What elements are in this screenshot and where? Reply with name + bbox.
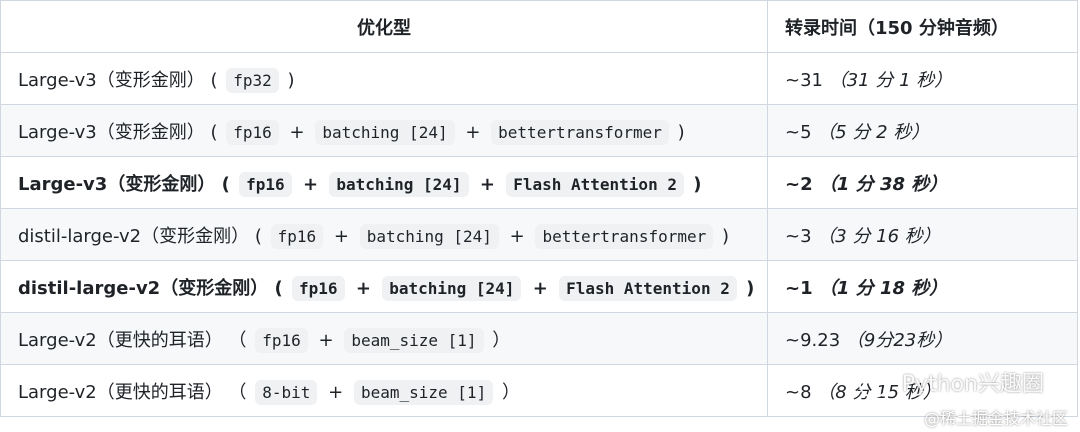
time-detail: （3 分 16 秒） xyxy=(817,225,941,247)
time-cell: ~3 （3 分 16 秒） xyxy=(767,208,1078,261)
close-paren: ) xyxy=(746,277,755,299)
header-row: 优化型 转录时间（150 分钟音频） xyxy=(0,0,1078,53)
config-tag: batching [24] xyxy=(359,223,499,249)
table-row: distil-large-v2（变形金刚） ( fp16 + batching … xyxy=(0,208,1078,261)
time-value: ~1 xyxy=(785,277,813,299)
time-detail: （9分23秒） xyxy=(845,329,953,351)
open-paren: ( xyxy=(210,121,218,143)
time-value: ~2 xyxy=(785,173,813,195)
plus-separator: + xyxy=(479,173,495,195)
time-cell: ~5 （5 分 2 秒） xyxy=(767,104,1078,157)
header-optimization-type: 优化型 xyxy=(0,0,768,53)
time-cell: ~31 （31 分 1 秒） xyxy=(767,52,1078,105)
config-tag: batching [24] xyxy=(329,171,469,197)
time-value: ~8 xyxy=(785,381,812,403)
close-paren: ) xyxy=(677,121,685,143)
time-detail: （31 分 1 秒） xyxy=(828,69,953,91)
config-tag: fp16 xyxy=(292,275,345,301)
model-name: Large-v3（变形金刚） xyxy=(18,173,216,195)
open-paren: （ xyxy=(228,329,247,351)
close-paren: ） xyxy=(501,381,520,403)
time-cell: ~1 （1 分 18 秒） xyxy=(767,260,1078,313)
optimization-cell: Large-v3（变形金刚） ( fp16 + batching [24] + … xyxy=(0,104,768,157)
config-tag: Flash Attention 2 xyxy=(506,171,684,197)
open-paren: ( xyxy=(254,225,262,247)
config-tag: bettertransformer xyxy=(535,223,714,249)
config-tag: 8-bit xyxy=(255,379,318,405)
model-name: Large-v2（更快的耳语） xyxy=(18,329,223,351)
time-value: ~31 xyxy=(785,69,823,91)
model-name: Large-v3（变形金刚） xyxy=(18,121,205,143)
config-tag: batching [24] xyxy=(315,119,455,145)
optimization-cell: Large-v3（变形金刚） ( fp16 + batching [24] + … xyxy=(0,156,768,209)
config-tag: fp16 xyxy=(270,223,324,249)
watermark-text: Python兴趣圈 xyxy=(901,372,1044,397)
plus-separator: + xyxy=(328,381,344,403)
config-tag: fp16 xyxy=(226,119,279,145)
table-row: Large-v3（变形金刚） ( fp16 + batching [24] + … xyxy=(0,156,1078,209)
plus-separator: + xyxy=(302,173,319,195)
close-paren: ） xyxy=(492,329,511,351)
optimization-cell: distil-large-v2（变形金刚） ( fp16 + batching … xyxy=(0,260,768,313)
config-tag: beam_size [1] xyxy=(353,379,494,405)
optimization-cell: Large-v2（更快的耳语） （ fp16 + beam_size [1] ） xyxy=(0,312,768,365)
time-detail: （5 分 2 秒） xyxy=(817,121,930,143)
config-tag: Flash Attention 2 xyxy=(559,275,737,301)
optimization-cell: Large-v3（变形金刚） ( fp32 ) xyxy=(0,52,768,105)
plus-separator: + xyxy=(318,329,334,351)
table-row: Large-v3（变形金刚） ( fp16 + batching [24] + … xyxy=(0,104,1078,157)
plus-separator: + xyxy=(333,225,349,247)
table-row: Large-v2（更快的耳语） （ fp16 + beam_size [1] ）… xyxy=(0,312,1078,365)
close-paren: ) xyxy=(721,225,730,247)
wechat-icon xyxy=(858,372,889,398)
time-cell: ~2 （1 分 38 秒） xyxy=(767,156,1078,209)
close-paren: ) xyxy=(693,173,702,195)
model-name: distil-large-v2（变形金刚） xyxy=(18,225,250,247)
optimization-table: 优化型 转录时间（150 分钟音频） Large-v3（变形金刚） ( fp32… xyxy=(0,0,1078,417)
config-tag: fp16 xyxy=(255,327,308,353)
time-value: ~5 xyxy=(785,121,812,143)
open-paren: ( xyxy=(210,69,218,91)
optimization-cell: distil-large-v2（变形金刚） ( fp16 + batching … xyxy=(0,208,768,261)
config-tag: batching [24] xyxy=(382,275,522,301)
plus-separator: + xyxy=(532,277,548,299)
plus-separator: + xyxy=(509,225,525,247)
plus-separator: + xyxy=(355,277,371,299)
model-name: Large-v3（变形金刚） xyxy=(18,69,205,91)
config-tag: beam_size [1] xyxy=(344,327,484,353)
close-paren: ) xyxy=(287,69,295,91)
table-row: distil-large-v2（变形金刚） ( fp16 + batching … xyxy=(0,260,1078,313)
time-value: ~9.23 xyxy=(785,329,841,351)
time-detail: （1 分 18 秒） xyxy=(818,277,948,299)
header-transcription-time: 转录时间（150 分钟音频） xyxy=(767,0,1078,53)
plus-separator: + xyxy=(465,121,481,143)
time-cell: ~9.23 （9分23秒） xyxy=(767,312,1078,365)
table-row: Large-v3（变形金刚） ( fp32 ) ~31 （31 分 1 秒） xyxy=(0,52,1078,105)
table-row: Large-v2（更快的耳语） （ 8-bit + beam_size [1] … xyxy=(0,364,1078,417)
optimization-cell: Large-v2（更快的耳语） （ 8-bit + beam_size [1] … xyxy=(0,364,768,417)
config-tag: fp16 xyxy=(239,171,292,197)
footer-watermark: @稀土掘金技术社区 xyxy=(923,409,1068,428)
config-tag: fp32 xyxy=(226,67,279,93)
config-tag: bettertransformer xyxy=(491,119,669,145)
open-paren: ( xyxy=(274,277,283,299)
open-paren: ( xyxy=(221,173,230,195)
time-value: ~3 xyxy=(785,225,812,247)
plus-separator: + xyxy=(289,121,305,143)
time-detail: （1 分 38 秒） xyxy=(818,173,948,195)
model-name: distil-large-v2（变形金刚） xyxy=(18,277,269,299)
open-paren: （ xyxy=(228,381,247,403)
watermark: Python兴趣圈 xyxy=(858,366,1044,398)
model-name: Large-v2（更快的耳语） xyxy=(18,381,223,403)
